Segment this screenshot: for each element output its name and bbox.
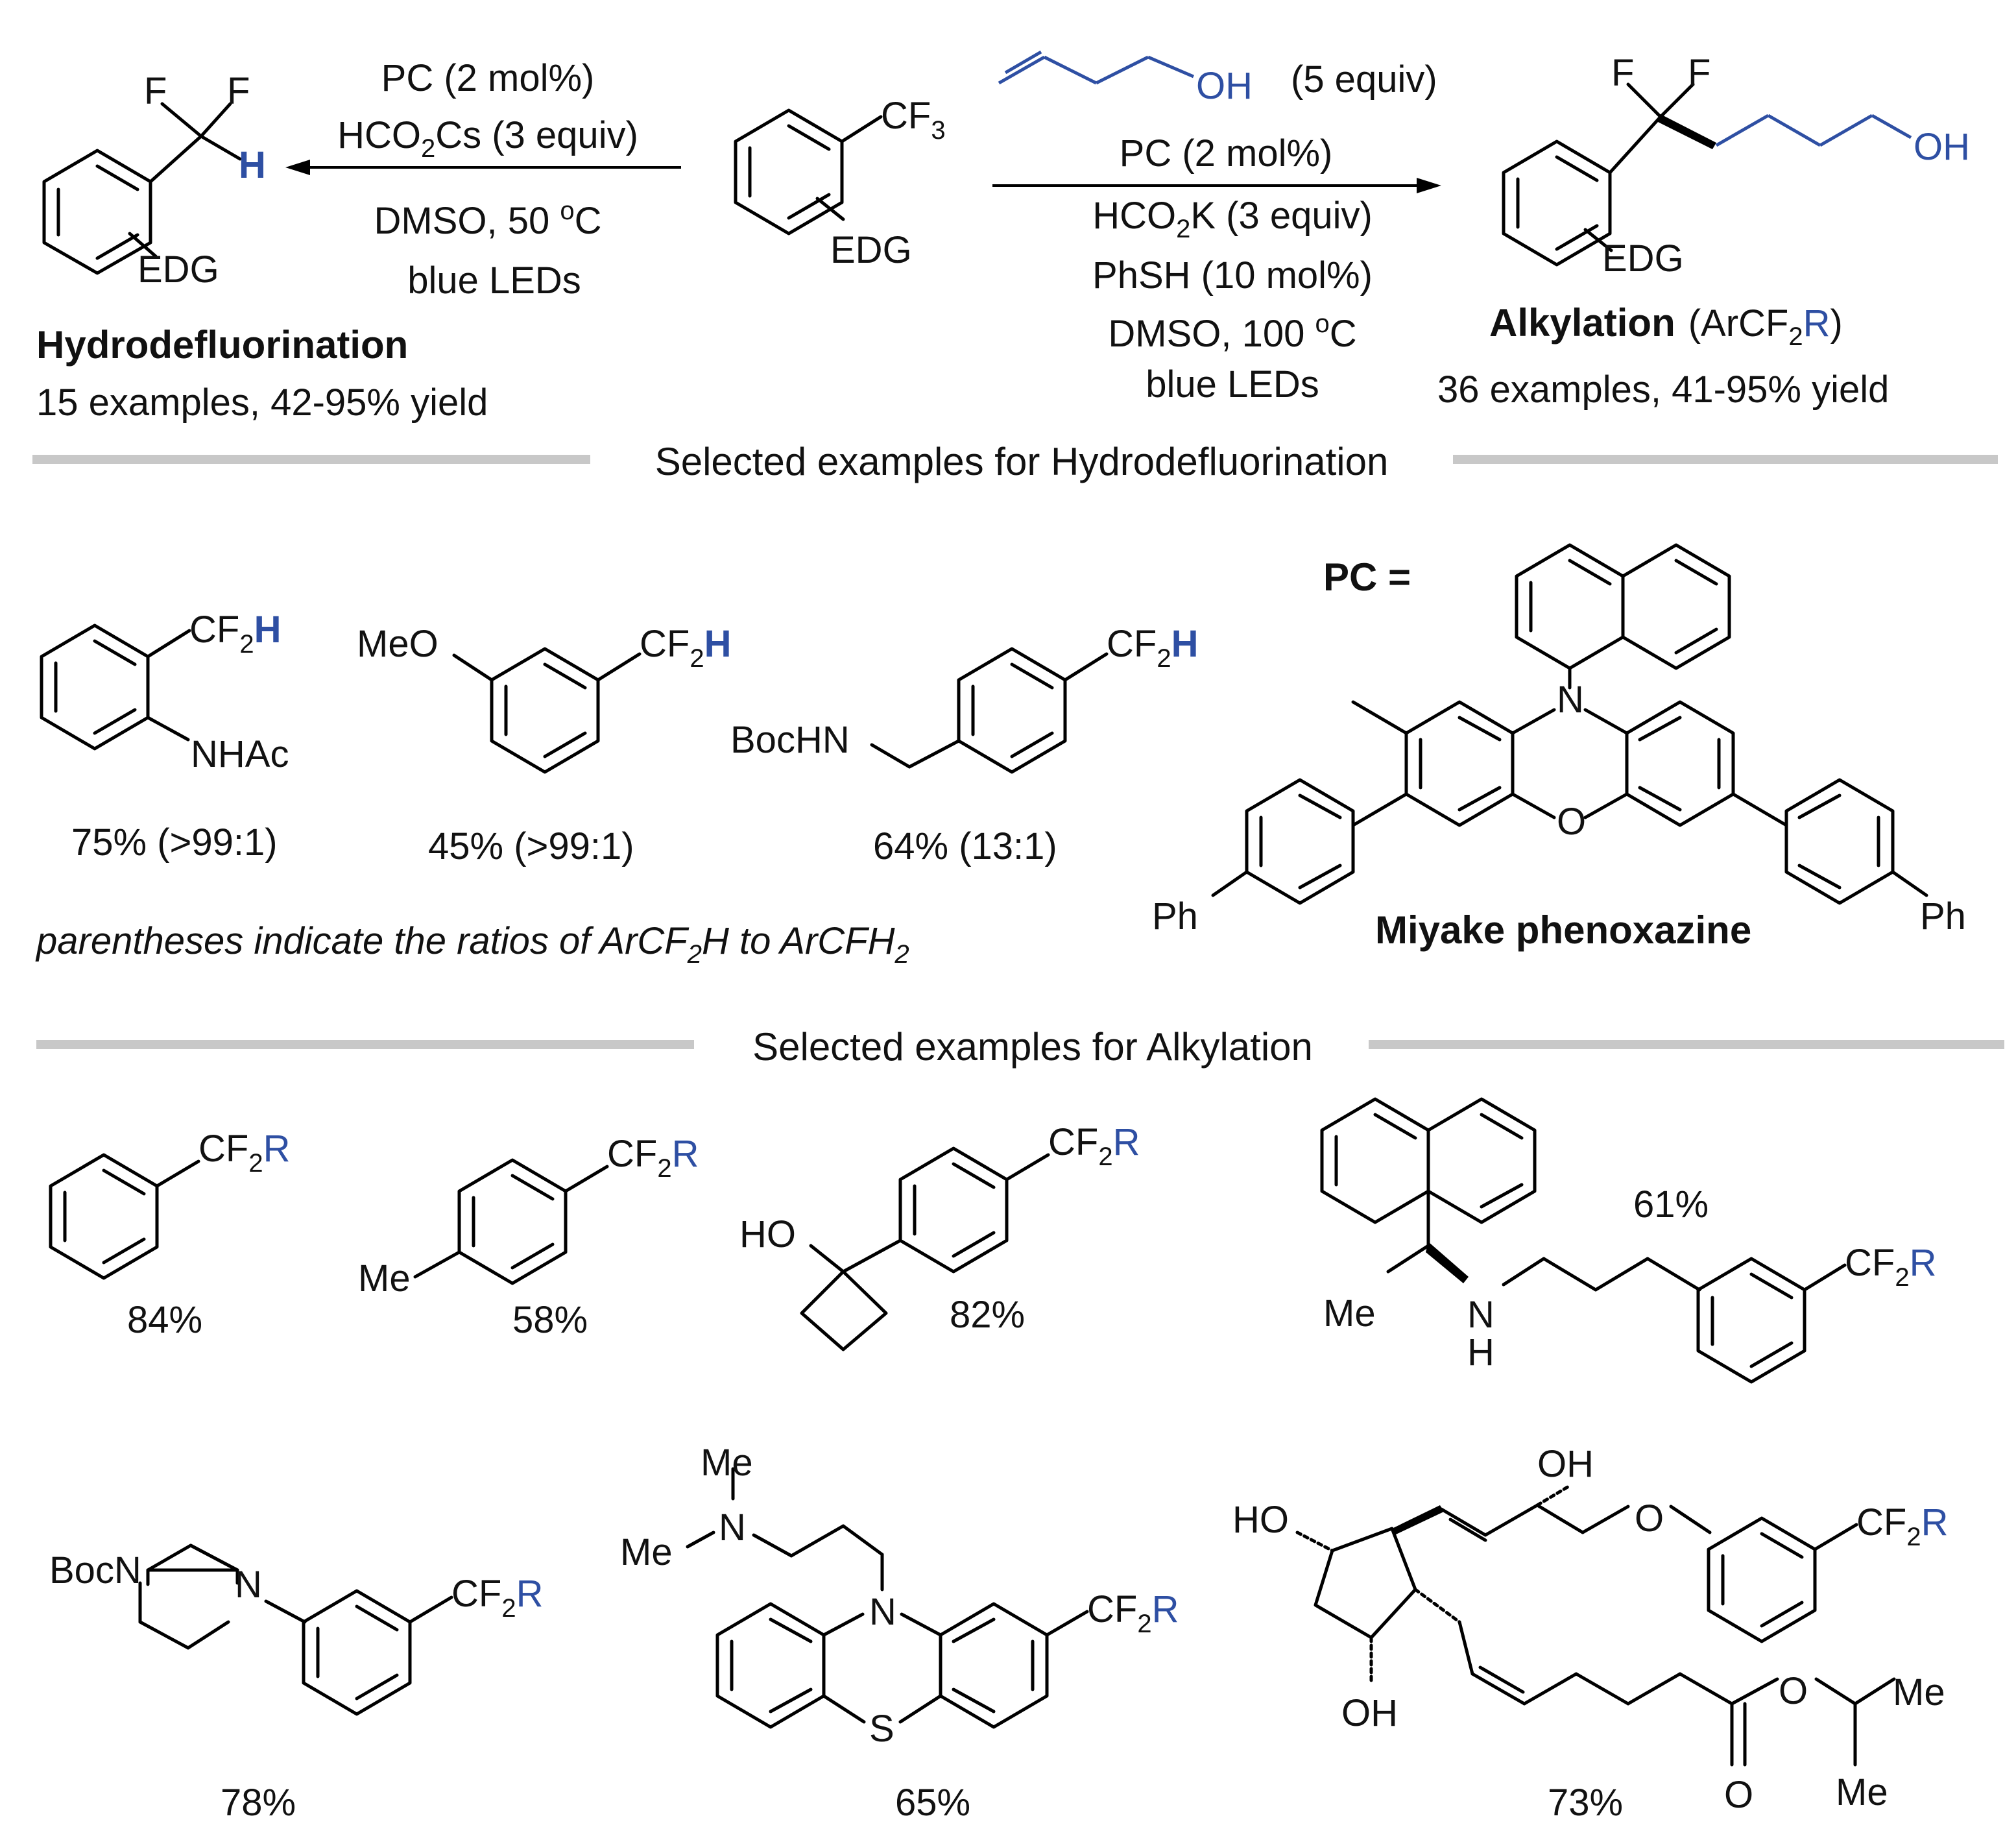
- alk-product-edg: EDG: [1602, 237, 1684, 280]
- reagent-oh: OH: [1196, 65, 1253, 107]
- alk-ex3-yield: 82%: [950, 1294, 1025, 1336]
- section1-title: Selected examples for Hydrodefluorinatio…: [655, 440, 1389, 483]
- ratio-note: parentheses indicate the ratios of ArCF2…: [35, 920, 909, 969]
- substrate-structure: [734, 108, 883, 236]
- alk-ex6-n2: N: [869, 1591, 896, 1633]
- section2-title: Selected examples for Alkylation: [752, 1025, 1313, 1069]
- hdf-ex2-cf2h: CF2H: [640, 623, 731, 673]
- alk-ex6-s: S: [869, 1708, 894, 1750]
- alk-title-line: Alkylation(ArCF2R): [1489, 301, 1843, 351]
- hdf-example-2-structure: [452, 647, 642, 774]
- hdf-product-f1: F: [144, 70, 167, 112]
- alk-condition-thiol: PhSH (10 mol%): [1092, 254, 1373, 296]
- alk-ex7-me1: Me: [1893, 1671, 1945, 1713]
- hdf-product-h: H: [239, 144, 266, 186]
- hdf-ex3-yield: 64% (13:1): [873, 825, 1057, 867]
- alk-ex4-cf2r: CF2R: [1845, 1242, 1936, 1292]
- alk-ex7-o-ester: O: [1779, 1670, 1808, 1712]
- alk-ex3-ho: HO: [739, 1213, 796, 1255]
- hdf-summary: 15 examples, 42-95% yield: [36, 381, 488, 424]
- reagent-equiv: (5 equiv): [1291, 58, 1437, 101]
- alkylation-arrowhead: [1417, 178, 1441, 193]
- alk-ex7-carbonyl-o: O: [1724, 1774, 1753, 1816]
- hdf-example-3-structure: [870, 647, 1109, 774]
- alk-ex1-cf2r: CF2R: [198, 1128, 290, 1178]
- alk-example-5-structure: [138, 1543, 453, 1716]
- pc-label: PC =: [1323, 555, 1411, 599]
- alk-ex6-cf2r: CF2R: [1087, 1588, 1179, 1638]
- hdf-title: Hydrodefluorination: [36, 323, 408, 367]
- alk-ex2-me: Me: [358, 1257, 411, 1300]
- alk-ex6-yield: 65%: [895, 1782, 970, 1824]
- pc-ph-right: Ph: [1920, 895, 1966, 938]
- alk-ex7-oh-bottom: OH: [1341, 1692, 1398, 1734]
- hdf-ex1-yield: 75% (>99:1): [71, 821, 278, 864]
- alk-ex4-n: N: [1467, 1294, 1494, 1336]
- alk-ex7-me2: Me: [1836, 1771, 1888, 1813]
- hdf-ex1-cf2h: CF2H: [189, 609, 281, 659]
- alk-ex5-cf2r: CF2R: [451, 1573, 543, 1623]
- hdf-ex3-cf2h: CF2H: [1107, 623, 1198, 673]
- alk-product-structure: [1502, 82, 1912, 267]
- pc-name: Miyake phenoxazine: [1375, 908, 1751, 952]
- hdf-condition-light: blue LEDs: [407, 260, 581, 302]
- alk-ex6-n: N: [719, 1506, 746, 1549]
- alk-ex4-h: H: [1467, 1331, 1494, 1373]
- alk-ex7-ho: HO: [1232, 1499, 1289, 1541]
- alk-ex5-n: N: [235, 1564, 262, 1606]
- alk-product-f2: F: [1688, 52, 1710, 94]
- alk-condition-formate: HCO2K (3 equiv): [1092, 195, 1373, 243]
- alk-ex5-bocn: BocN: [49, 1549, 141, 1591]
- hdf-ex3-bochn: BocHN: [730, 719, 850, 761]
- alk-ex5-yield: 78%: [221, 1782, 296, 1824]
- pc-o: O: [1557, 801, 1586, 843]
- alk-example-4-structure: [1320, 1097, 1847, 1384]
- alk-ex7-cf2r: CF2R: [1856, 1501, 1948, 1551]
- hdf-product-f2: F: [227, 70, 250, 112]
- alk-ex4-me: Me: [1323, 1292, 1376, 1335]
- alk-ex7-oh-top: OH: [1537, 1443, 1594, 1485]
- substrate-edg: EDG: [830, 229, 912, 271]
- pc-structure: [1211, 543, 1928, 905]
- pc-ph-left: Ph: [1152, 895, 1198, 938]
- alk-product-oh: OH: [1914, 126, 1970, 168]
- alk-ex7-o-ether: O: [1635, 1497, 1664, 1540]
- pc-n: N: [1557, 679, 1584, 721]
- alk-condition-light: blue LEDs: [1146, 363, 1319, 405]
- alk-ex6-me2: Me: [620, 1531, 673, 1573]
- substrate-cf3: CF3: [881, 95, 946, 145]
- alk-example-3-structure: [800, 1146, 1050, 1351]
- hdf-product-structure: [42, 102, 242, 275]
- alk-condition-pc: PC (2 mol%): [1120, 132, 1333, 175]
- alk-ex4-yield: 61%: [1633, 1183, 1709, 1226]
- hdf-condition-solvent: DMSO, 50 oC: [374, 197, 602, 242]
- alk-ex7-yield: 73%: [1548, 1782, 1623, 1824]
- alk-condition-solvent: DMSO, 100 oC: [1108, 309, 1356, 355]
- alk-example-6-structure: [686, 1467, 1089, 1729]
- alk-ex3-cf2r: CF2R: [1048, 1121, 1140, 1171]
- butenol-reagent-structure: [998, 50, 1194, 85]
- alk-example-1-structure: [49, 1153, 200, 1280]
- alk-example-2-structure: [413, 1158, 609, 1285]
- alk-example-7-structure: [1295, 1484, 1896, 1767]
- hdf-product-edg: EDG: [138, 248, 219, 291]
- alk-summary: 36 examples, 41-95% yield: [1437, 369, 1889, 411]
- hdf-example-1-structure: [40, 623, 191, 751]
- hdf-ex2-yield: 45% (>99:1): [428, 825, 634, 867]
- alk-ex1-yield: 84%: [127, 1299, 202, 1341]
- alk-ex6-me1: Me: [701, 1442, 753, 1484]
- hdf-condition-pc: PC (2 mol%): [381, 57, 595, 99]
- hdf-condition-formate: HCO2Cs (3 equiv): [337, 114, 638, 163]
- alk-product-f1: F: [1611, 52, 1634, 94]
- alk-ex2-yield: 58%: [512, 1299, 588, 1341]
- hdf-ex1-nhac: NHAc: [191, 733, 289, 775]
- hdf-arrowhead: [285, 160, 310, 175]
- alk-ex2-cf2r: CF2R: [607, 1133, 699, 1183]
- hdf-ex2-meo: MeO: [357, 623, 438, 665]
